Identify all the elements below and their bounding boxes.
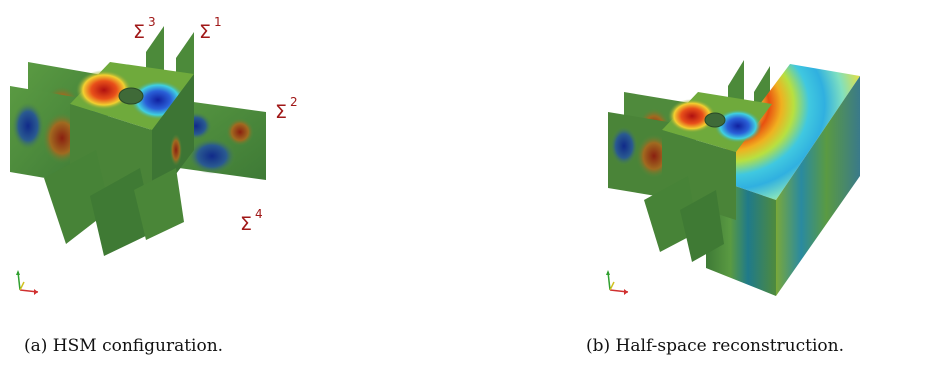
axes-triad-icon	[16, 270, 39, 295]
svg-text:1: 1	[214, 15, 222, 29]
panel-hsm-configuration: Σ 3 Σ 1 Σ 2 Σ 4 (a) HSM configuration.	[10, 15, 298, 356]
lower-sheets	[44, 150, 184, 256]
half-space-reconstruction-render	[606, 60, 860, 296]
svg-text:3: 3	[148, 15, 156, 29]
lower-sheets	[644, 176, 724, 262]
caption-hsm-configuration: (a) HSM configuration.	[24, 336, 224, 356]
caption-half-space-reconstruction: (b) Half-space reconstruction.	[586, 336, 845, 356]
label-sigma3: Σ 3	[133, 15, 156, 43]
label-sigma2: Σ 2	[275, 95, 298, 123]
svg-text:Σ: Σ	[240, 213, 252, 235]
panel-half-space-reconstruction: (b) Half-space reconstruction.	[466, 0, 932, 372]
svg-text:Σ: Σ	[275, 101, 287, 123]
hsm-configuration-render: Σ 3 Σ 1 Σ 2 Σ 4	[10, 15, 298, 295]
svg-text:Σ: Σ	[133, 21, 145, 43]
svg-text:2: 2	[290, 95, 298, 109]
label-sigma4: Σ 4	[240, 207, 263, 235]
axes-triad-icon	[606, 270, 629, 295]
label-sigma1: Σ 1	[199, 15, 222, 43]
svg-text:Σ: Σ	[199, 21, 211, 43]
half-space-box	[706, 64, 860, 296]
top-plate	[662, 92, 772, 152]
svg-text:4: 4	[255, 207, 263, 221]
